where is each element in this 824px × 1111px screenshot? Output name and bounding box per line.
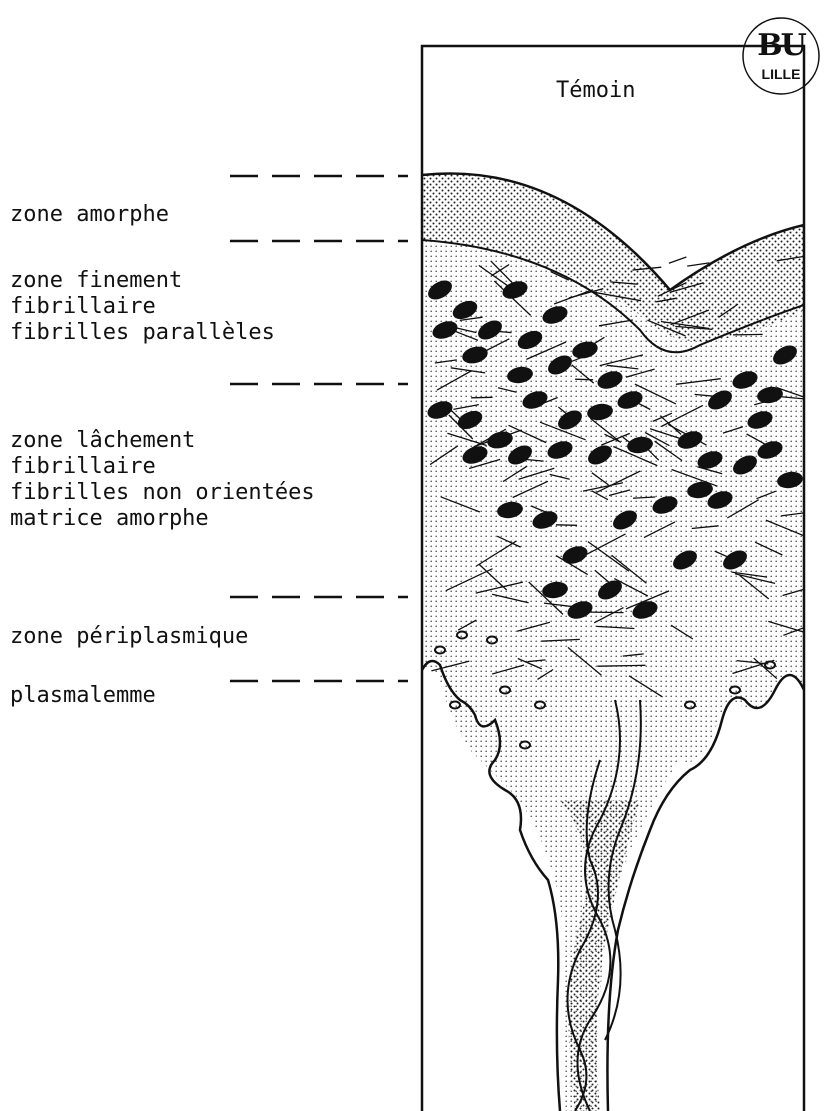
library-stamp: BU LILLE: [741, 18, 821, 98]
label-zone-finement: zone finement fibrillaire fibrilles para…: [10, 268, 275, 346]
panel-title: Témoin: [556, 78, 635, 103]
stamp-top-text: BU: [741, 28, 821, 63]
fibril: [597, 665, 645, 666]
fibril: [590, 612, 623, 613]
fibril: [733, 334, 763, 335]
label-zone-amorphe: zone amorphe: [10, 202, 169, 228]
fibrillar-wall-region: [422, 240, 804, 1111]
fibril: [556, 525, 577, 526]
fibril: [669, 257, 687, 263]
label-zone-lachement: zone lâchement fibrillaire fibrilles non…: [10, 428, 315, 532]
label-zone-periplasmique: zone périplasmique: [10, 624, 248, 650]
label-plasmalemme: plasmalemme: [10, 683, 156, 709]
fibril: [471, 397, 493, 398]
stamp-bottom-text: LILLE: [741, 66, 821, 82]
